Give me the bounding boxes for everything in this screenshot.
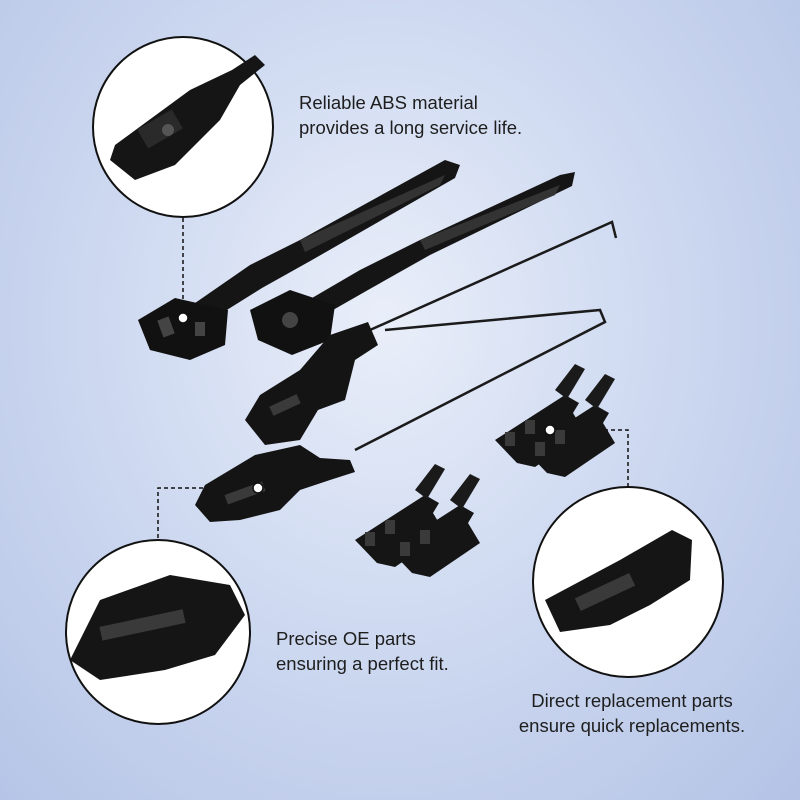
callout-right-line2: ensure quick replacements. <box>518 715 746 736</box>
sunroof-track-arm-left <box>138 160 460 360</box>
clip-part-lower <box>355 464 480 577</box>
callout-top-line1: Reliable ABS material <box>299 92 478 113</box>
callout-right-text: Direct replacement parts ensure quick re… <box>497 688 767 738</box>
pointer-dots <box>177 312 556 494</box>
zoom-circle-right <box>532 486 724 678</box>
clip-part-right <box>495 364 615 477</box>
lower-bracket <box>195 445 355 522</box>
cable-wires <box>354 220 618 452</box>
callout-left-line1: Precise OE parts <box>276 628 416 649</box>
callout-top-line2: provides a long service life. <box>299 117 523 138</box>
sunroof-track-arm-right <box>250 172 575 355</box>
middle-bracket <box>245 322 378 445</box>
zoom-circle-left <box>65 539 251 725</box>
callout-right-line1: Direct replacement parts <box>531 690 733 711</box>
zoom-circle-top <box>92 36 274 218</box>
callout-top-text: Reliable ABS material provides a long se… <box>299 90 522 140</box>
callout-left-line2: ensuring a perfect fit. <box>276 653 449 674</box>
callout-left-text: Precise OE parts ensuring a perfect fit. <box>276 626 449 676</box>
